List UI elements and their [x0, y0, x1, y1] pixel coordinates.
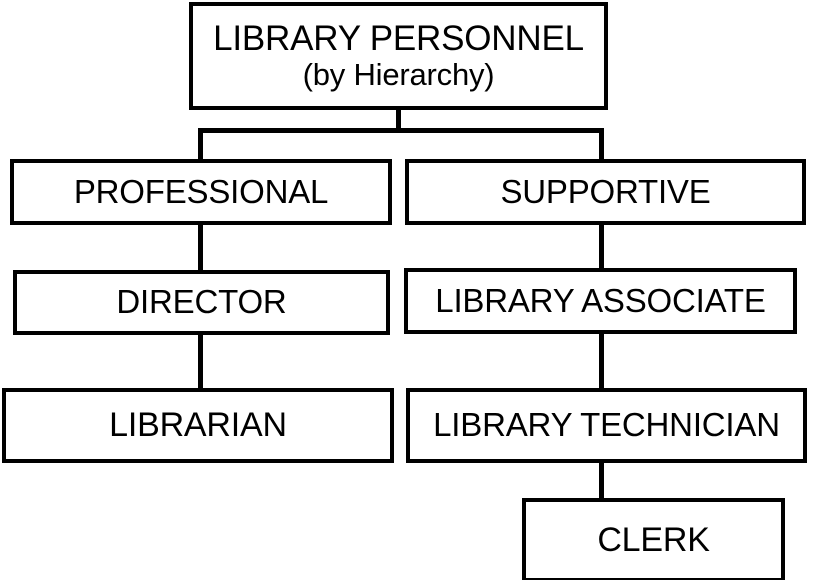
- node-library-associate-label: LIBRARY ASSOCIATE: [435, 281, 766, 319]
- node-supportive[interactable]: SUPPORTIVE: [405, 159, 806, 225]
- node-library-technician-label: LIBRARY TECHNICIAN: [433, 406, 780, 444]
- connector-library-associate-to-library-technician: [599, 332, 604, 390]
- node-library-technician[interactable]: LIBRARY TECHNICIAN: [406, 388, 807, 463]
- connector-professional-to-director: [198, 223, 203, 272]
- node-library-personnel-subtitle: (by Hierarchy): [302, 57, 495, 93]
- connector-root-stem: [396, 108, 401, 132]
- node-director[interactable]: DIRECTOR: [13, 270, 390, 335]
- connector-root-to-supportive: [599, 128, 604, 161]
- node-library-associate[interactable]: LIBRARY ASSOCIATE: [404, 268, 797, 334]
- connector-library-technician-to-clerk: [599, 461, 604, 500]
- connector-root-to-professional: [198, 128, 203, 161]
- node-library-personnel-title: LIBRARY PERSONNEL: [213, 19, 584, 59]
- connector-director-to-librarian: [198, 333, 203, 390]
- connector-supportive-to-library-associate: [599, 223, 604, 270]
- node-professional-label: PROFESSIONAL: [73, 172, 329, 210]
- node-clerk[interactable]: CLERK: [522, 498, 785, 580]
- node-librarian-label: LIBRARIAN: [109, 406, 287, 445]
- node-director-label: DIRECTOR: [116, 283, 287, 321]
- connector-root-split-bar: [198, 128, 604, 133]
- node-professional[interactable]: PROFESSIONAL: [10, 159, 392, 225]
- node-supportive-label: SUPPORTIVE: [500, 172, 711, 210]
- node-library-personnel[interactable]: LIBRARY PERSONNEL (by Hierarchy): [189, 2, 608, 110]
- node-clerk-label: CLERK: [597, 520, 710, 559]
- node-librarian[interactable]: LIBRARIAN: [2, 388, 394, 463]
